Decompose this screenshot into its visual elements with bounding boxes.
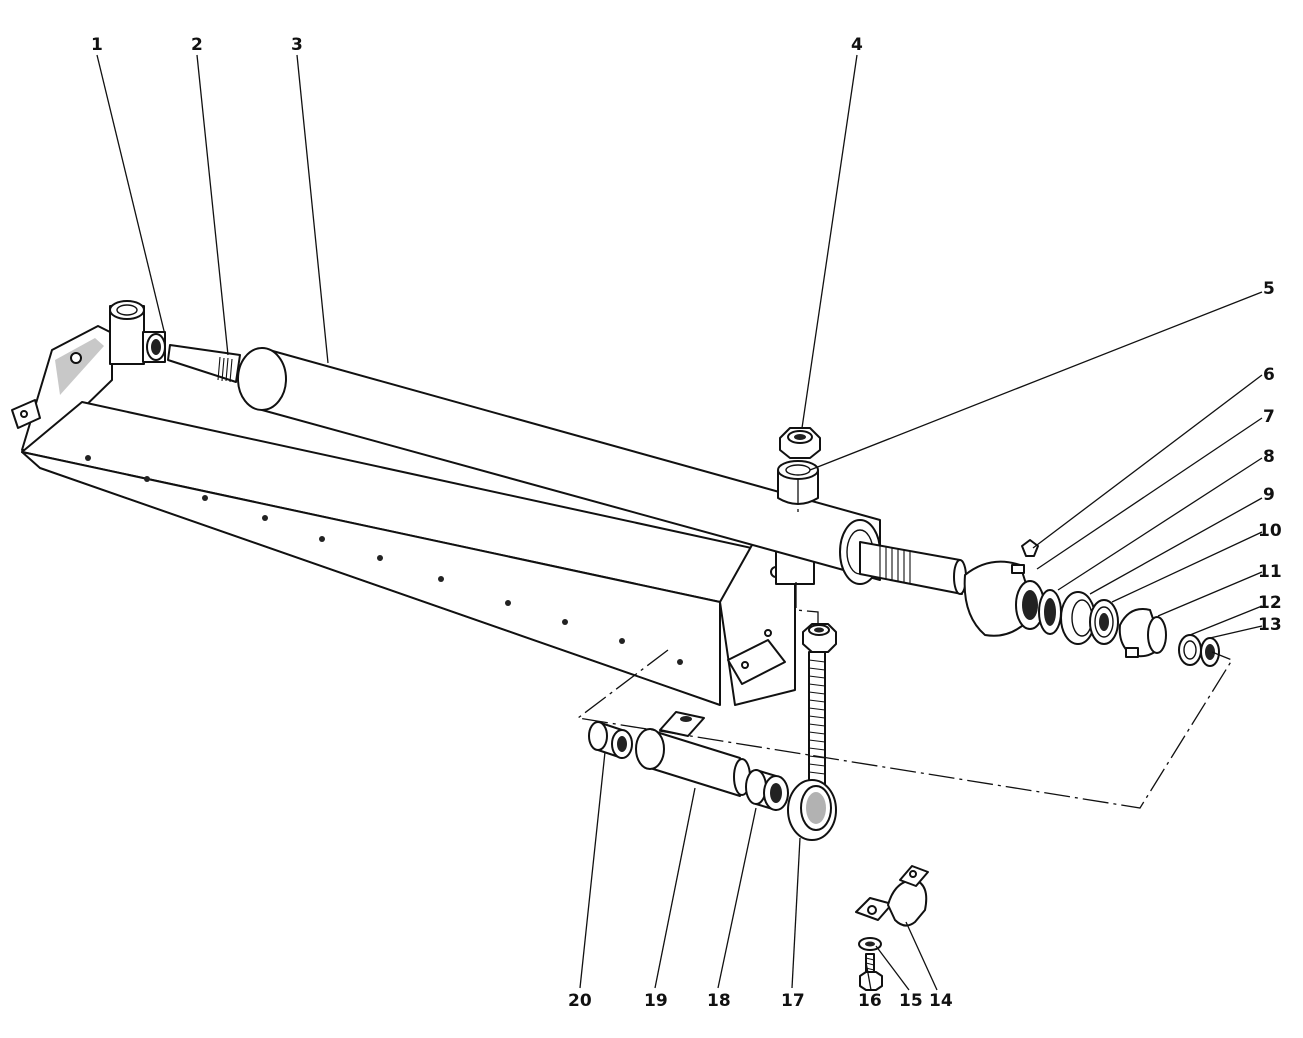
callout-1: 1	[91, 35, 103, 55]
part-7-housing	[963, 539, 1045, 637]
part-13-jam-nut	[1200, 637, 1220, 667]
callout-14: 14	[929, 991, 953, 1011]
part-16-bolt	[859, 953, 883, 991]
callout-18: 18	[707, 991, 731, 1011]
callout-11: 11	[1258, 562, 1282, 582]
adjuster-parts	[588, 623, 929, 991]
callout-6: 6	[1263, 365, 1275, 385]
callout-5: 5	[1263, 279, 1275, 299]
part-20-bushing	[588, 721, 633, 759]
callout-13: 13	[1258, 615, 1282, 635]
part-4-hex-nut	[779, 427, 821, 459]
assembly-centerlines	[576, 478, 1233, 809]
part-15-washer	[858, 937, 882, 951]
part-10-bearing	[1089, 599, 1119, 645]
callout-20: 20	[568, 991, 592, 1011]
roller-assembly	[142, 331, 967, 595]
part-5-collar	[777, 460, 819, 505]
channel-holes	[85, 455, 683, 665]
callout-10: 10	[1258, 521, 1282, 541]
part-12-lock-nut	[1178, 634, 1202, 666]
callout-2: 2	[191, 35, 203, 55]
mounting-frame	[11, 300, 815, 706]
callout-17: 17	[781, 991, 805, 1011]
callout-3: 3	[291, 35, 303, 55]
callout-4: 4	[851, 35, 863, 55]
part-19-pivot-tube	[635, 711, 751, 797]
callout-9: 9	[1263, 485, 1275, 505]
callout-12: 12	[1258, 593, 1282, 613]
callout-8: 8	[1263, 447, 1275, 467]
part-8-seal	[1038, 589, 1062, 635]
end-bearing-parts	[777, 427, 1220, 667]
part-11-lock-collar	[1118, 608, 1167, 658]
part-14-clamp	[855, 865, 929, 927]
part-18-bushing	[745, 769, 789, 811]
leader-lines	[96, 54, 1263, 991]
callout-19: 19	[644, 991, 668, 1011]
callout-15: 15	[899, 991, 923, 1011]
callout-16: 16	[858, 991, 882, 1011]
callout-7: 7	[1263, 407, 1275, 427]
callout-labels: 1 2 3 4 5 6 7 8 9 10 11 12 13 14 15 16 1…	[91, 35, 1282, 1011]
